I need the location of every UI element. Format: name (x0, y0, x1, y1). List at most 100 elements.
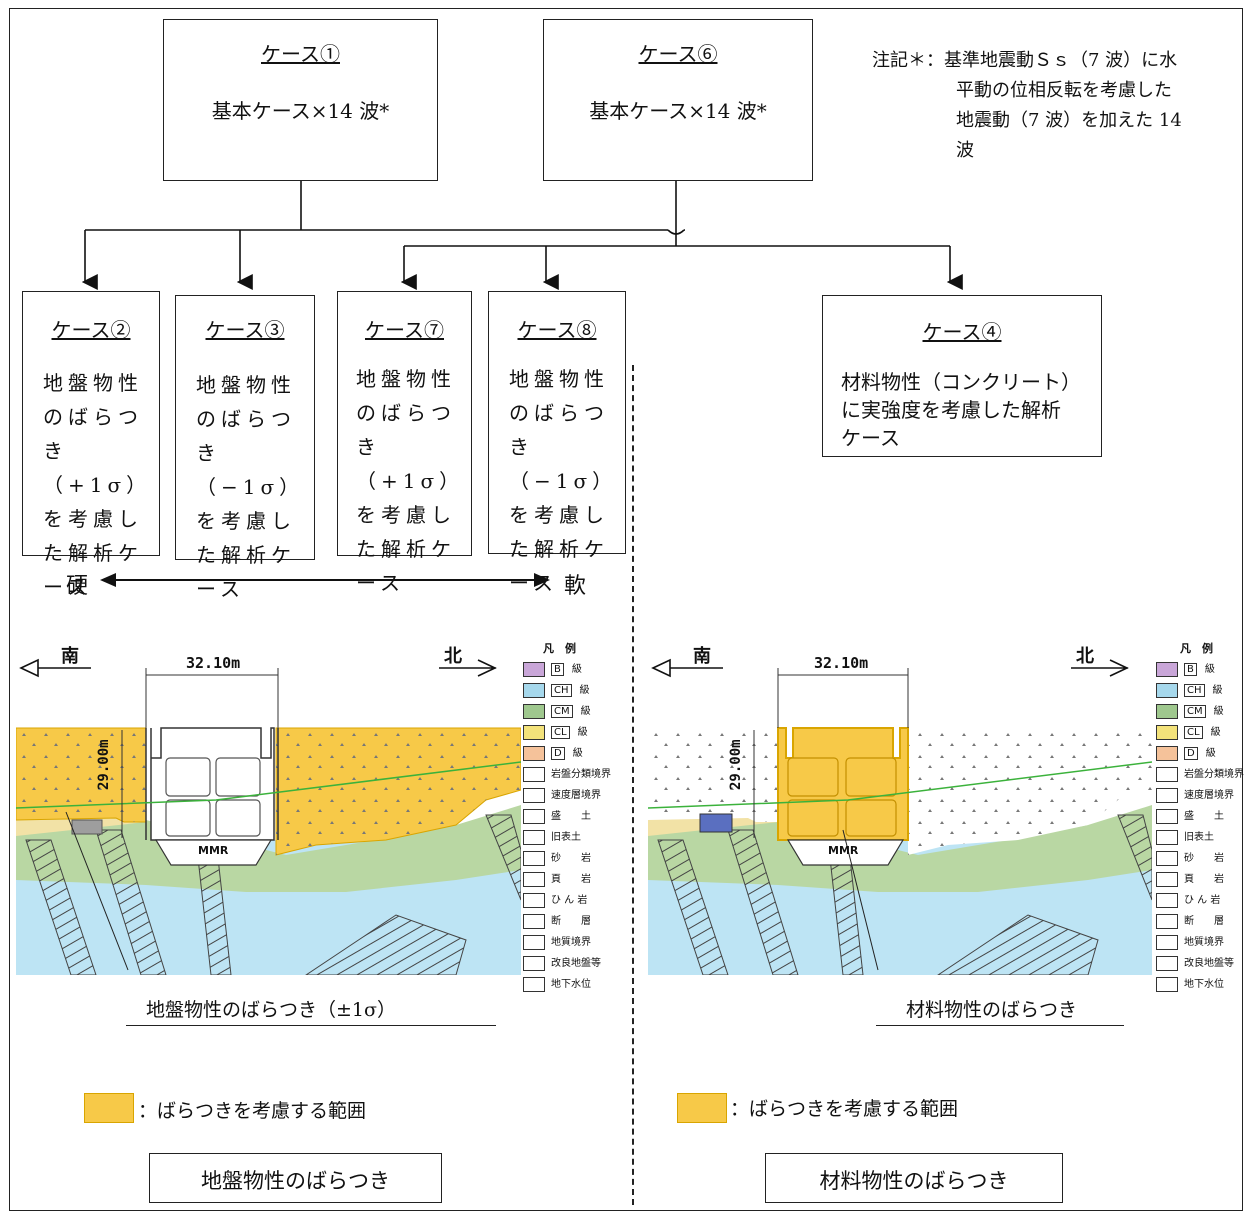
case-3-line: 地盤物性 (196, 373, 296, 397)
case-7-line: のばらつ (356, 401, 456, 425)
legend-item: 地下水位 (523, 975, 591, 992)
right-mmr-label: MMR (828, 844, 859, 857)
legend-swatch (523, 892, 545, 908)
case-3-text: 地盤物性 のばらつ き（−1σ） を考慮し た解析ケ ース (196, 368, 314, 606)
case-4-line: 材料物性（コンクリート） (841, 370, 1081, 394)
legend-item: 岩盤分類境界 (523, 765, 611, 782)
legend-swatch (1156, 808, 1178, 824)
legend-symbol: D (551, 747, 565, 760)
right-range-label: ：ばらつきを考慮する範囲 (730, 1098, 959, 1120)
scale-hard-label: 硬 (66, 574, 89, 599)
left-callout: 地盤物性のばらつき（±1σ） (146, 999, 396, 1021)
legend-item: 速度層境界 (523, 786, 601, 803)
legend-swatch (1156, 871, 1178, 887)
legend-swatch (1156, 745, 1178, 761)
right-south-label: 南 (693, 646, 711, 667)
legend-swatch (1156, 955, 1178, 971)
case-7-title: ケース⑦ (365, 318, 444, 342)
legend-label: 砂 岩 (551, 853, 591, 864)
legend-item: 砂 岩 (1156, 849, 1224, 866)
case-2-box: ケース② 地盤物性 のばらつ き（+1σ） を考慮し た解析ケ ース (22, 291, 160, 599)
case-1-title: ケース① (261, 42, 340, 66)
legend-item: 地質境界 (1156, 933, 1224, 950)
left-north-label: 北 (444, 646, 462, 667)
legend-label: 速度層境界 (1184, 790, 1234, 801)
divider (632, 365, 634, 1205)
legend-item: 改良地盤等 (1156, 954, 1234, 971)
legend-label: 断 層 (551, 916, 591, 927)
right-width-label: 32.10m (814, 654, 869, 672)
legend-label: 頁 岩 (1184, 874, 1224, 885)
left-depth-label: 29.00m (96, 739, 112, 790)
left-caption-box: 地盤物性のばらつき (149, 1153, 442, 1203)
legend-label: 岩盤分類境界 (1184, 769, 1244, 780)
legend-swatch (523, 913, 545, 929)
case-3-line: を考慮し (196, 509, 296, 533)
legend-swatch (1156, 934, 1178, 950)
legend-label: 砂 岩 (1184, 853, 1224, 864)
legend-label: 級 (1213, 706, 1224, 717)
legend-swatch (1156, 913, 1178, 929)
legend-label: 改良地盤等 (551, 958, 601, 969)
case-8-line: ース (509, 571, 558, 595)
case-2-text: 地盤物性 のばらつ き（+1σ） を考慮し た解析ケ ース (43, 366, 159, 604)
case-4-box: ケース④ 材料物性（コンクリート） に実強度を考慮した解析 ケース (822, 295, 1102, 457)
case-2-line: のばらつ (43, 405, 143, 429)
legend-swatch (523, 787, 545, 803)
legend-label: 盛 土 (551, 811, 591, 822)
case-6-box: ケース⑥ 基本ケース×14 波* (543, 19, 813, 181)
note-line-3: 地震動（7 波）を加えた 14 (956, 110, 1182, 131)
case-8-text: 地盤物性 のばらつ き（−1σ） を考慮し た解析ケ ース (509, 362, 625, 600)
legend-swatch (1156, 724, 1178, 740)
legend-item: 改良地盤等 (523, 954, 601, 971)
legend-swatch (523, 976, 545, 992)
right-caption: 材料物性のばらつき (819, 1169, 1009, 1193)
case-1-text: 基本ケース×14 波* (211, 99, 390, 123)
legend-symbol: CM (1184, 705, 1206, 718)
legend-item: ひ ん 岩 (523, 891, 587, 908)
outer-border (9, 8, 1243, 1211)
scale-arrow (100, 573, 550, 587)
case-8-line: 地盤物性 (509, 367, 609, 391)
legend-swatch (1156, 766, 1178, 782)
section-right: 32.10m 29.00m MMR 南 北 (647, 640, 1153, 976)
legend-symbol: D (1184, 747, 1198, 760)
right-north-label: 北 (1076, 646, 1094, 667)
legend-swatch (523, 808, 545, 824)
case-2-line: き（+1σ） (43, 439, 152, 497)
case-8-box: ケース⑧ 地盤物性 のばらつ き（−1σ） を考慮し た解析ケ ース (488, 291, 626, 595)
legend-item: 旧表土 (1156, 828, 1214, 845)
case-8-line: き（−1σ） (509, 435, 618, 493)
legend-item: CL 級 (523, 723, 588, 740)
note-line-2: 平動の位相反転を考慮した (956, 80, 1172, 101)
legend-left-title: 凡 例 (543, 642, 576, 655)
legend-swatch (523, 745, 545, 761)
legend-swatch (1156, 787, 1178, 803)
legend-label: 改良地盤等 (1184, 958, 1234, 969)
legend-label: 旧表土 (1184, 832, 1214, 843)
case-8-line: を考慮し (509, 503, 609, 527)
legend-symbol: CL (551, 726, 570, 739)
legend-swatch (523, 829, 545, 845)
legend-swatch (523, 724, 545, 740)
case-8-line: た解析ケ (509, 537, 609, 561)
case-7-box: ケース⑦ 地盤物性 のばらつ き（+1σ） を考慮し た解析ケ ース (337, 291, 472, 595)
left-south-label: 南 (61, 646, 79, 667)
case-3-line: き（−1σ） (196, 441, 305, 499)
section-left: 32.10m 29.00m MMR 南 北 (15, 640, 522, 976)
legend-swatch (1156, 976, 1178, 992)
legend-label: 級 (572, 748, 583, 759)
legend-swatch (1156, 892, 1178, 908)
legend-label: 級 (577, 727, 588, 738)
right-caption-box: 材料物性のばらつき (765, 1153, 1063, 1203)
legend-label: 断 層 (1184, 916, 1224, 927)
case-3-line: た解析ケ (196, 543, 296, 567)
left-range-swatch (84, 1093, 134, 1123)
legend-item: 頁 岩 (1156, 870, 1224, 887)
note-line-4: 波 (956, 140, 974, 161)
left-caption: 地盤物性のばらつき (201, 1169, 390, 1193)
legend-swatch (523, 934, 545, 950)
